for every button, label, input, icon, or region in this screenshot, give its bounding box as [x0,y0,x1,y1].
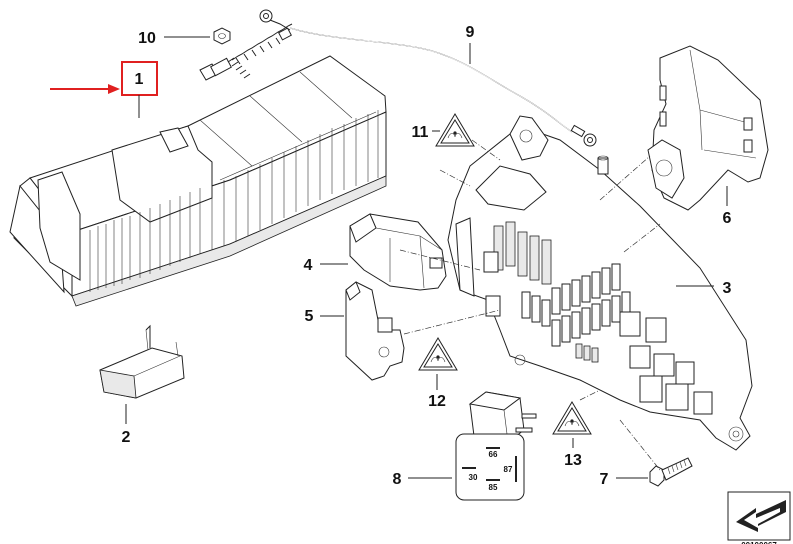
callout-2-label: 2 [122,429,131,446]
part-8-relay: 66 30 87 85 [455,391,537,501]
callout-6-label: 6 [723,210,732,227]
part-7-bolt [649,457,693,487]
part-12-warning-label [418,337,458,371]
callout-9-label: 9 [466,24,475,41]
part-3-fuse-box [447,115,753,451]
callout-8-label: 8 [393,471,402,488]
part-6-cover [647,45,769,211]
part-1-fuse-carrier [9,55,387,307]
callout-11-label: 11 [412,124,429,141]
part-4-connector [349,213,447,291]
part-13-warning-label [552,401,592,435]
direction-arrow-logo [727,491,791,541]
callout-10-label: 10 [138,30,156,47]
part-9-cable [259,9,597,147]
callout-7-label: 7 [600,471,609,488]
footer-code: 00100067 [741,541,777,544]
relay-pin-85: 85 [489,483,498,492]
callout-3-label: 3 [723,280,732,297]
part-2-cap [99,324,185,399]
part-5-cover-plate [345,281,405,381]
relay-pin-30: 30 [469,473,478,482]
part-11-warning-label [435,113,475,147]
callout-4-label: 4 [304,257,313,274]
callout-13-label: 13 [564,452,582,469]
callout-12-label: 12 [428,393,446,410]
relay-pin-87: 87 [504,465,513,474]
relay-pin-66: 66 [489,450,498,459]
callout-5-label: 5 [305,308,314,325]
callout-1-label: 1 [135,71,144,88]
part-10-nut [213,27,231,45]
part-terminal-spring [199,23,293,81]
assembly-guide-lines [399,139,661,471]
